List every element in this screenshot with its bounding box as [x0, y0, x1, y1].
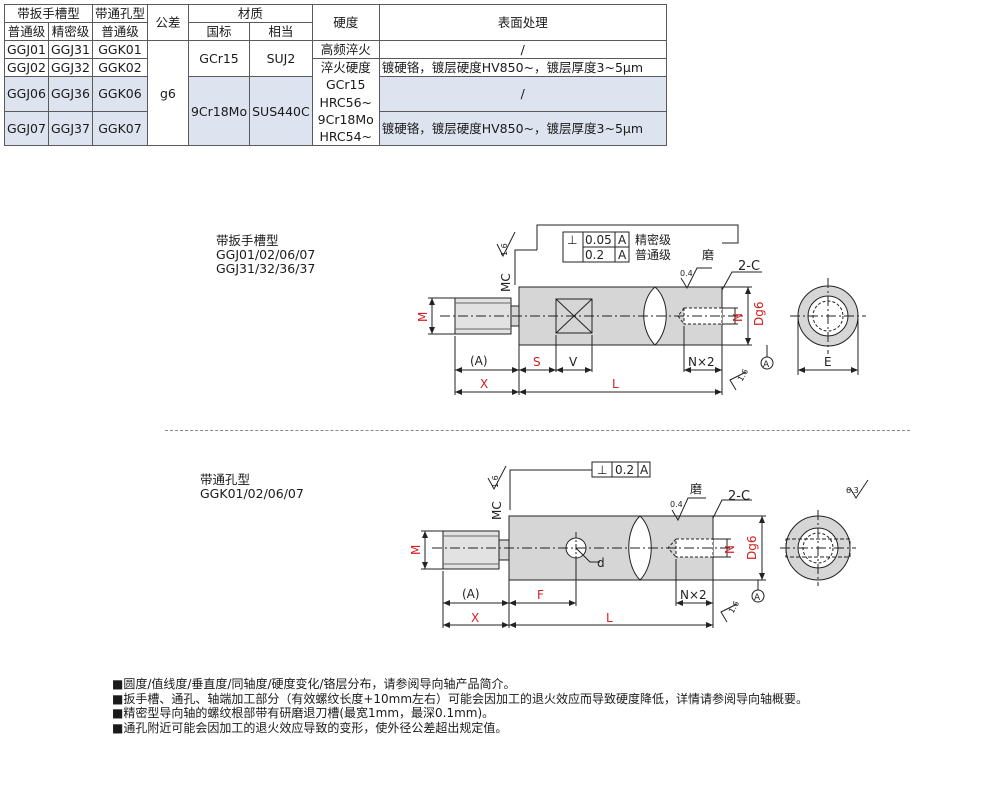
hardness-line: 淬火硬度: [320, 60, 371, 75]
material-equiv-2: SUS440C: [249, 75, 313, 147]
mc-label: MC: [499, 273, 513, 292]
section-divider: [165, 430, 910, 431]
thread-stub: [442, 530, 500, 570]
chamfer-label: 2-C: [738, 259, 760, 274]
table-cell: GGJ31: [47, 40, 93, 59]
top-drawing-caption: 带扳手槽型 GGJ01/02/06/07 GGJ31/32/36/37: [216, 234, 315, 276]
roughness-label: 1.6: [491, 475, 500, 488]
header-hardness: 硬度: [311, 4, 380, 41]
table-cell: GGJ36: [47, 76, 93, 112]
bottom-shaft-drawing: [421, 461, 869, 628]
top-drawing-models-1: GGJ01/02/06/07: [216, 247, 316, 262]
header-national-std: 国标: [187, 22, 251, 41]
hardness-line: 高频淬火: [311, 40, 380, 59]
dim-x: X: [471, 611, 479, 625]
material-equiv-1: SUJ2: [249, 40, 313, 77]
chamfer-label: 2-C: [728, 489, 750, 504]
tol-precision: 0.05: [585, 233, 612, 247]
header-tolerance: 公差: [146, 4, 189, 41]
tol-value: 0.2: [615, 463, 634, 477]
dim-x: X: [480, 377, 488, 391]
table-cell: GGJ37: [47, 110, 93, 147]
header-through-type: 带通孔型: [91, 4, 148, 23]
tolerance-value: g6: [146, 39, 189, 147]
mc-label: MC: [490, 501, 504, 520]
hardness-line: 9Cr18Mo: [317, 111, 374, 127]
dim-dg6: Dg6: [752, 302, 766, 327]
roughness-label: 0.4: [670, 500, 683, 509]
hardness-line: GCr15: [326, 77, 366, 93]
datum-ref: A: [640, 463, 649, 477]
roughness-label: 1.6: [736, 367, 750, 383]
dim-m: M: [409, 545, 423, 555]
datum-circle-label: A: [763, 360, 770, 370]
dim-n: N: [723, 545, 737, 554]
table-cell: GGJ02: [4, 58, 49, 77]
precision-label: 精密级: [635, 232, 671, 247]
roughness-label: 6.3: [846, 486, 859, 495]
dim-a: (A): [462, 587, 480, 601]
grind-label: 磨: [702, 248, 714, 262]
notes-list: ■圆度/值线度/垂直度/同轴度/硬度变化/铬层分布，请参阅导向轴产品简介。 ■扳…: [112, 677, 808, 735]
note-item: ■圆度/值线度/垂直度/同轴度/硬度变化/铬层分布，请参阅导向轴产品简介。: [112, 677, 516, 691]
note-item: ■精密型导向轴的螺纹根部带有研磨退刀槽(最宽1mm，最深0.1mm)。: [112, 706, 495, 721]
hardness-cell: 淬火硬度 GCr15 HRC56~ 9Cr18Mo HRC54~: [311, 57, 380, 147]
perp-symbol: ⊥: [567, 233, 577, 247]
roughness-label: 1.6: [500, 243, 509, 256]
dim-f: F: [537, 588, 544, 602]
roughness-label: 1.6: [727, 599, 741, 615]
dim-d: d: [597, 556, 605, 570]
bottom-drawing-caption: 带通孔型 GGK01/02/06/07: [200, 473, 304, 501]
datum-circle-label: A: [754, 593, 761, 603]
header-handle-type: 带扳手槽型: [4, 4, 93, 23]
tol-normal: 0.2: [585, 248, 604, 262]
dim-s: S: [533, 355, 541, 369]
table-cell: GGK02: [91, 58, 148, 77]
perp-symbol: ⊥: [597, 463, 607, 477]
header-normal-grade: 普通级: [4, 22, 49, 41]
dim-e: E: [824, 355, 832, 369]
dim-dg6: Dg6: [745, 536, 759, 561]
spec-table: 带扳手槽型 带通孔型 公差 材质 硬度 表面处理 普通级 精密级 普通级 国标 …: [4, 4, 667, 147]
datum-ref: A: [618, 233, 627, 247]
dim-m: M: [416, 312, 430, 322]
surface-cell: 镀硬铬，镀层硬度HV850~，镀层厚度3~5μm: [378, 110, 667, 147]
top-drawing-models-2: GGJ31/32/36/37: [216, 261, 316, 276]
table-cell: GGK06: [91, 76, 148, 112]
bottom-drawing-title: 带通孔型: [200, 472, 251, 487]
normal-label: 普通级: [635, 248, 671, 262]
table-cell: GGK01: [91, 40, 148, 59]
dim-nx2: N×2: [688, 355, 715, 369]
header-equivalent: 相当: [249, 22, 313, 41]
header-precision-grade: 精密级: [47, 22, 93, 41]
table-cell: GGJ07: [4, 110, 49, 147]
surface-cell: /: [378, 76, 667, 112]
datum-ref: A: [618, 248, 627, 262]
dim-v: V: [569, 355, 578, 369]
surface-cell: 镀硬铬，镀层硬度HV850~，镀层厚度3~5μm: [378, 58, 667, 77]
bottom-drawing-models: GGK01/02/06/07: [200, 486, 304, 501]
top-drawing-title: 带扳手槽型: [216, 233, 279, 248]
table-cell: GGK07: [91, 110, 148, 147]
table-cell: GGJ06: [4, 76, 49, 112]
dim-l: L: [606, 611, 613, 625]
hardness-line: HRC56~: [319, 94, 373, 110]
dim-n: N: [731, 313, 745, 322]
dim-a: (A): [470, 354, 488, 368]
dim-l: L: [612, 377, 619, 391]
roughness-label: 0.4: [680, 269, 693, 278]
hardness-line: HRC54~: [319, 129, 373, 145]
table-cell: GGJ01: [4, 40, 49, 59]
note-item: ■扳手槽、通孔、轴端加工部分（有效螺纹长度+10mm左右）可能会因加工的退火效应…: [112, 691, 809, 706]
dim-nx2: N×2: [680, 588, 707, 602]
top-shaft-drawing: [428, 224, 866, 395]
grind-label: 磨: [690, 482, 702, 496]
material-national-2: 9Cr18Mo: [187, 75, 251, 147]
note-item: ■通孔附近可能会因加工的退火效应导致的变形，使外径公差超出规定值。: [112, 720, 508, 735]
